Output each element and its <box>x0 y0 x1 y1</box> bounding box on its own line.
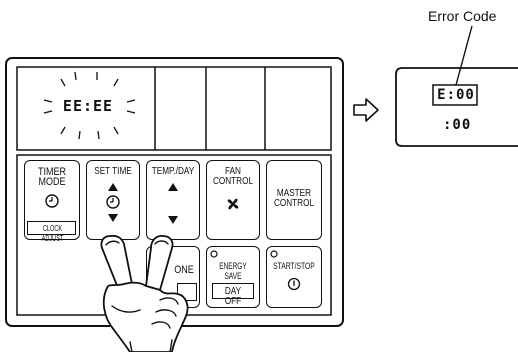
clock-icon <box>106 195 120 209</box>
fan-control-button[interactable]: FAN CONTROL <box>206 160 260 240</box>
up-arrow-icon <box>108 183 118 191</box>
energy-save-label: ENERGY SAVE <box>219 261 247 281</box>
clock-icon <box>45 194 59 208</box>
fan-icon <box>227 198 239 210</box>
fan-control-label-2: CONTROL <box>212 176 254 187</box>
energy-save-button[interactable]: ENERGY SAVE DAY OFF <box>206 246 260 308</box>
day-off-sublabel[interactable]: DAY OFF <box>212 283 254 307</box>
master-control-label-2: CONTROL <box>273 198 315 209</box>
error-sub-code: :00 <box>443 117 472 133</box>
blink-error-code: EE:EE <box>62 97 114 115</box>
down-arrow-icon <box>168 216 178 224</box>
indicator-led-icon <box>210 250 218 258</box>
timer-mode-button[interactable]: TIMER MODE CLOCK ADJUST <box>24 160 80 243</box>
down-arrow-icon <box>108 214 118 222</box>
callout-frame <box>395 25 518 147</box>
error-code-value: E:00 <box>437 87 475 103</box>
temp-day-button[interactable]: TEMP./DAY <box>146 160 200 240</box>
start-stop-label: START/STOP <box>273 261 315 271</box>
zone-label: ONE <box>174 264 194 276</box>
blink-rays-icon <box>43 71 136 140</box>
up-arrow-icon <box>168 183 178 191</box>
temp-day-label: TEMP./DAY <box>151 166 195 177</box>
zone-sub-box <box>177 283 197 301</box>
timer-mode-label: TIMER <box>37 166 67 178</box>
indicator-led-icon <box>270 250 278 258</box>
lcd-display: EE:EE <box>17 67 155 150</box>
power-icon <box>287 277 301 291</box>
fan-control-label: FAN <box>225 166 241 177</box>
master-control-label: MASTER <box>276 188 312 199</box>
right-arrow-icon <box>353 98 379 122</box>
start-stop-button[interactable]: START/STOP <box>266 246 322 308</box>
clock-adjust-sublabel[interactable]: CLOCK ADJUST <box>27 221 76 243</box>
error-code-title: Error Code <box>428 8 497 24</box>
error-code-callout: Error Code E:00 :00 <box>388 0 518 180</box>
set-time-label: SET TIME <box>94 166 132 177</box>
master-control-button[interactable]: MASTER CONTROL <box>266 160 322 240</box>
timer-mode-label-2: MODE <box>38 176 66 188</box>
